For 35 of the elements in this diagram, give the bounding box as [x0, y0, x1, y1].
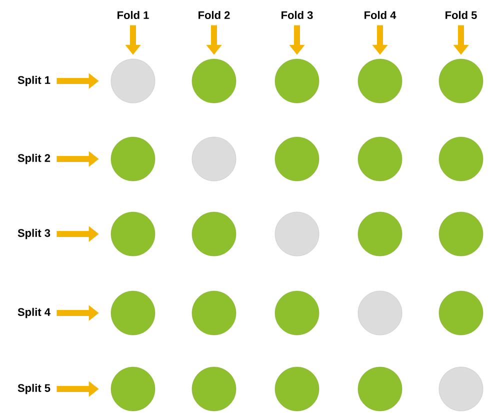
circle	[438, 212, 484, 256]
circle	[274, 136, 320, 182]
column-label: Fold 3	[282, 10, 313, 20]
circle	[110, 58, 156, 104]
row-label: Split 5	[18, 384, 50, 394]
circle	[274, 58, 320, 104]
circle	[438, 136, 484, 182]
circle	[110, 290, 156, 336]
circle	[274, 212, 320, 256]
circle	[192, 212, 236, 256]
circle	[192, 58, 236, 104]
circle	[274, 290, 320, 336]
circle	[358, 136, 402, 182]
circle	[192, 136, 236, 182]
circle	[358, 212, 402, 256]
row-label: Split 3	[18, 228, 50, 240]
row-label: Split 4	[18, 308, 50, 318]
row-label: Split 1	[18, 76, 50, 86]
circle	[438, 58, 484, 104]
circle	[438, 366, 484, 412]
circle	[192, 366, 236, 412]
circle	[274, 366, 320, 412]
column-label: Fold 2	[198, 10, 230, 20]
circle	[438, 290, 484, 336]
column-label: Fold 4	[364, 10, 396, 20]
circle	[358, 366, 402, 412]
circle	[192, 290, 236, 336]
circle	[110, 212, 156, 256]
row-label: Split 2	[18, 154, 50, 164]
column-label: Fold 5	[446, 10, 477, 20]
circle	[358, 58, 402, 104]
column-label: Fold 1	[118, 10, 149, 20]
circle	[110, 366, 156, 412]
circle	[110, 136, 156, 182]
circle	[358, 290, 402, 336]
